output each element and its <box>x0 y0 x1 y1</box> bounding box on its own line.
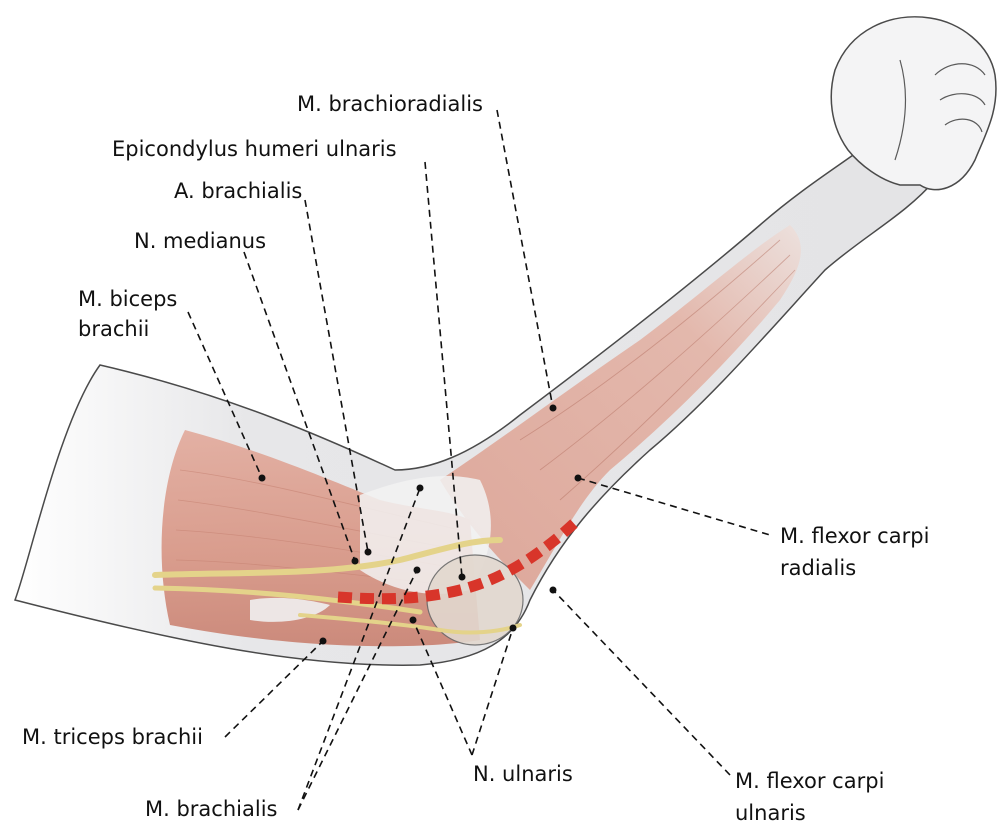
hand <box>830 16 997 191</box>
label-triceps: M. triceps brachii <box>22 725 203 749</box>
label-fcu-line1: M. flexor carpi <box>735 769 885 793</box>
label-fcr-line2: radialis <box>780 556 857 580</box>
label-m-brachialis: M. brachialis <box>145 797 278 821</box>
label-fcu-line2: ulnaris <box>735 801 806 825</box>
nerves <box>152 537 522 635</box>
leader-lines <box>187 109 771 811</box>
label-n-medianus: N. medianus <box>134 229 267 253</box>
leader-dots <box>258 404 582 645</box>
label-a-brachialis: A. brachialis <box>174 179 303 203</box>
label-fcr-line1: M. flexor carpi <box>780 524 930 548</box>
ulnar-nerve-path <box>337 515 582 605</box>
label-n-ulnaris: N. ulnaris <box>473 762 573 786</box>
fingers <box>894 59 986 161</box>
forearm-tendons <box>519 239 796 501</box>
label-biceps-line2: brachii <box>78 317 150 341</box>
label-epicondylus: Epicondylus humeri ulnaris <box>112 137 397 161</box>
label-brachioradialis: M. brachioradialis <box>297 92 483 116</box>
label-biceps-line1: M. biceps <box>78 287 178 311</box>
forearm-muscle <box>440 225 801 590</box>
